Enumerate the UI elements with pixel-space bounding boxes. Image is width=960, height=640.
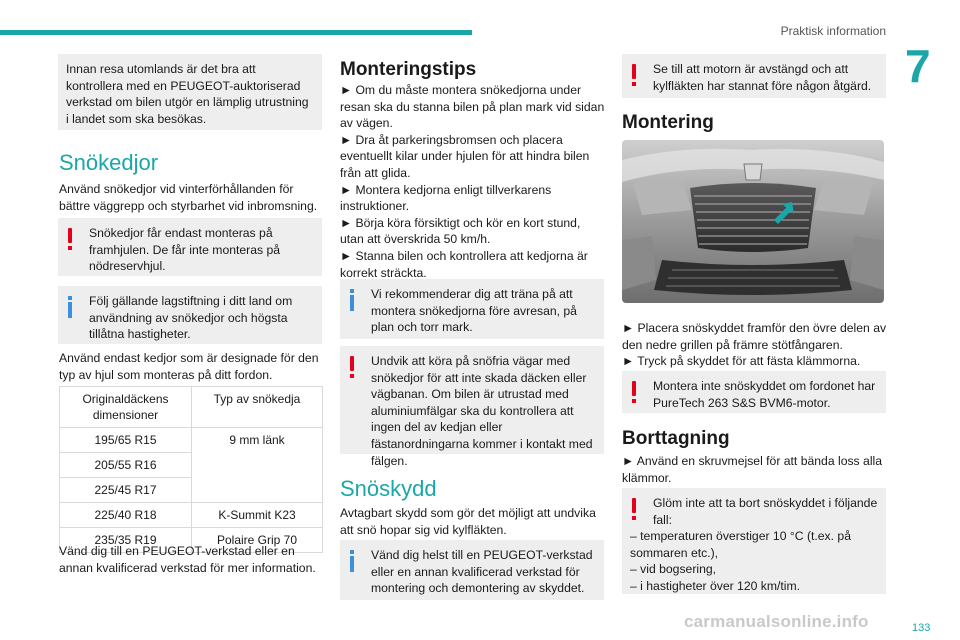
info-box-legislation-text: Följ gällande lagstiftning i ditt land o…	[89, 294, 293, 342]
page-number: 133	[912, 622, 931, 634]
watermark: carmanualsonline.info	[684, 612, 869, 631]
warning-box-front-wheels-text: Snökedjor får endast monteras på framhju…	[89, 226, 281, 274]
section-heading-mounting-tips: Monteringstips	[340, 59, 477, 80]
warning-icon	[632, 64, 637, 86]
table-row: 235/35 R19 Polaire Grip 70	[59, 527, 323, 553]
info-icon	[350, 550, 355, 572]
chains-design-paragraph: Använd endast kedjor som är designade fö…	[59, 351, 319, 382]
section-heading-removal: Borttagning	[622, 428, 730, 449]
table-cell-tyre: 225/45 R17	[59, 477, 192, 503]
table-row: 225/40 R18 K-Summit K23	[59, 502, 323, 528]
closing-paragraph: Vänd dig till en PEUGEOT-verkstad eller …	[59, 544, 316, 575]
warning-icon	[68, 228, 73, 250]
mounting-tips-list: ► Om du måste montera snökedjorna under …	[340, 82, 606, 281]
car-grille-illustration	[622, 140, 884, 303]
list-item: ► Dra åt parkeringsbromsen och placera e…	[340, 132, 590, 180]
table-row: 205/55 R16	[59, 452, 323, 478]
info-box-travel-abroad: Innan resa utomlands är det bra att kont…	[58, 54, 322, 130]
warning-box-snow-free-roads: Undvik att köra på snöfria vägar med snö…	[340, 346, 604, 468]
list-item: – temperaturen överstiger 10 °C (t.ex. p…	[630, 529, 851, 560]
info-box-travel-abroad-text: Innan resa utomlands är det bra att kont…	[66, 62, 309, 126]
list-item: ► Montera kedjorna enligt tillverkarens …	[340, 182, 552, 214]
warning-icon	[632, 498, 637, 520]
header-title: Praktisk information	[780, 24, 886, 38]
table-cell-chain: 9 mm länk	[191, 427, 323, 503]
table-cell-tyre: 225/40 R18	[59, 502, 192, 528]
table-cell-chain: Polaire Grip 70	[191, 527, 323, 553]
table-header-tyre: Originaldäckens dimensioner	[59, 386, 192, 428]
info-icon	[68, 296, 73, 318]
section-heading-snow-chains: Snökedjor	[59, 150, 159, 175]
warning-box-engine-off-text: Se till att motorn är avstängd och att k…	[653, 62, 872, 93]
warning-box-engine-off: Se till att motorn är avstängd och att k…	[622, 54, 886, 98]
list-item: – i hastigheter över 120 km/tim.	[630, 578, 801, 593]
snow-chain-table: Originaldäckens dimensioner Typ av snöke…	[59, 386, 323, 553]
table-row: 195/65 R15 9 mm länk	[59, 427, 323, 503]
list-item: ► Stanna bilen och kontrollera att kedjo…	[340, 248, 588, 280]
snow-guard-paragraph: Avtagbart skydd som gör det möjligt att …	[340, 506, 596, 537]
header-accent-bar	[0, 30, 472, 35]
section-heading-mounting: Montering	[622, 112, 714, 133]
snow-chains-intro: Använd snökedjor vid vinterförhållanden …	[59, 182, 318, 213]
list-item: – vid bogsering,	[630, 562, 717, 577]
table-cell-tyre: 195/65 R15	[59, 427, 192, 453]
list-item: ► Om du måste montera snökedjorna under …	[340, 83, 605, 131]
info-box-workshop-text: Vänd dig helst till en PEUGEOT-verkstad …	[371, 548, 593, 596]
chapter-number: 7	[905, 40, 931, 92]
table-cell-tyre: 205/55 R16	[59, 452, 192, 478]
table-header-chain: Typ av snökedja	[191, 386, 323, 428]
table-cell-chain: K-Summit K23	[191, 502, 323, 528]
warning-box-removal-intro: Glöm inte att ta bort snöskyddet i följa…	[653, 496, 878, 527]
section-heading-snow-guard: Snöskydd	[340, 476, 437, 501]
mounting-steps: ► Placera snöskyddet framför den övre de…	[622, 320, 888, 370]
info-box-workshop: Vänd dig helst till en PEUGEOT-verkstad …	[340, 540, 604, 600]
warning-box-snow-free-roads-text: Undvik att köra på snöfria vägar med snö…	[371, 354, 593, 468]
warning-box-puretech-text: Montera inte snöskyddet om fordonet har …	[653, 379, 876, 410]
info-icon	[350, 289, 355, 311]
list-item: ► Placera snöskyddet framför den övre de…	[622, 321, 887, 352]
warning-icon	[350, 356, 355, 378]
info-box-practice: Vi rekommenderar dig att träna på att mo…	[340, 279, 604, 339]
table-header-row: Originaldäckens dimensioner Typ av snöke…	[59, 386, 323, 428]
table-row: 225/45 R17	[59, 477, 323, 503]
list-item: ► Börja köra försiktigt och kör en kort …	[340, 215, 581, 247]
list-item: ► Tryck på skyddet för att fästa klämmor…	[622, 354, 861, 369]
warning-icon	[632, 381, 637, 403]
info-box-practice-text: Vi rekommenderar dig att träna på att mo…	[371, 287, 577, 335]
removal-step: ► Använd en skruvmejsel för att bända lo…	[622, 454, 883, 485]
info-box-legislation: Följ gällande lagstiftning i ditt land o…	[58, 286, 322, 344]
warning-box-removal-cases: Glöm inte att ta bort snöskyddet i följa…	[622, 488, 886, 594]
warning-box-puretech: Montera inte snöskyddet om fordonet har …	[622, 371, 886, 413]
warning-box-front-wheels: Snökedjor får endast monteras på framhju…	[58, 218, 322, 276]
